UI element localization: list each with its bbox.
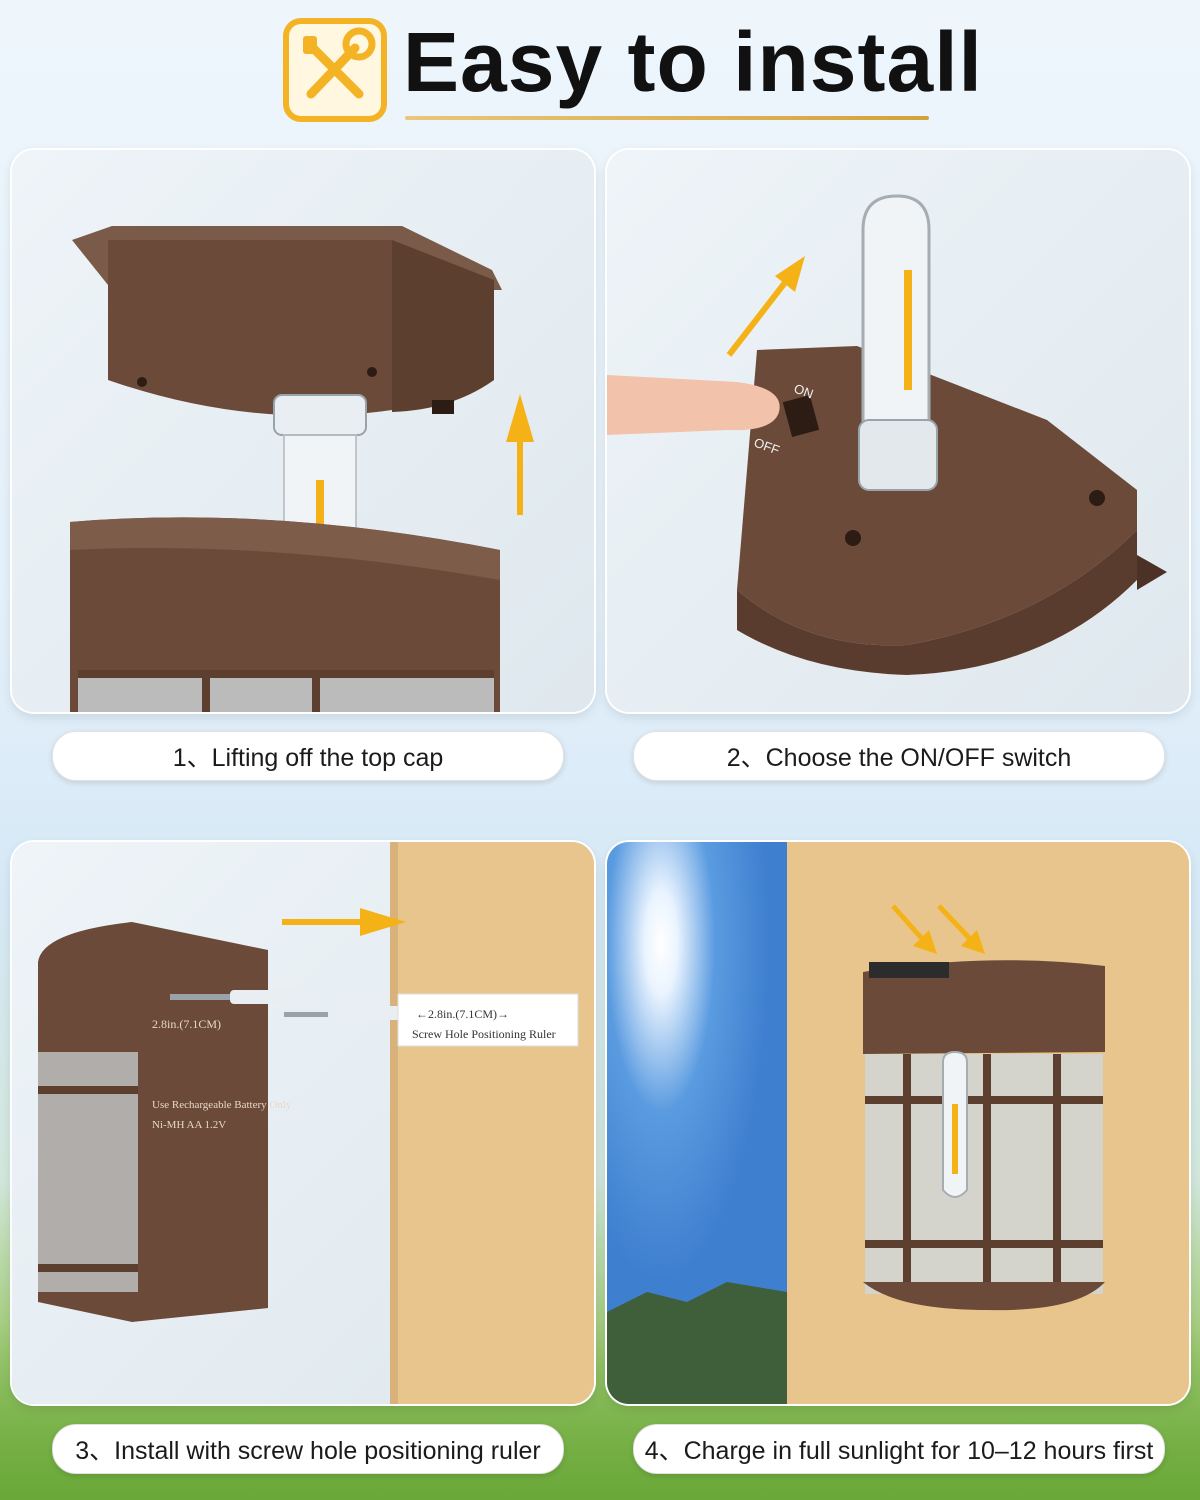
step-4-caption: 4、Charge in full sunlight for 10–12 hour… bbox=[633, 1424, 1165, 1474]
step-3-image: 2.8in.(7.1CM) Use Rechargeable Battery O… bbox=[12, 842, 594, 1404]
step-1-caption: 1、Lifting off the top cap bbox=[52, 731, 564, 781]
title-underline bbox=[405, 116, 929, 120]
switch-on-label: ON bbox=[792, 381, 815, 402]
page-header: Easy to install bbox=[283, 14, 982, 126]
wrench-screwdriver-icon bbox=[283, 18, 387, 122]
step-2-image: ON OFF bbox=[607, 150, 1189, 712]
step-1-image bbox=[12, 150, 594, 712]
ruler-title: Screw Hole Positioning Ruler bbox=[412, 1027, 556, 1041]
page-title: Easy to install bbox=[403, 15, 983, 109]
device-measure-label: 2.8in.(7.1CM) bbox=[152, 1017, 221, 1031]
step-2-caption: 2、Choose the ON/OFF switch bbox=[633, 731, 1165, 781]
battery-text-1: Use Rechargeable Battery Only bbox=[152, 1099, 292, 1111]
step-4-image bbox=[607, 842, 1189, 1404]
step-3-caption: 3、Install with screw hole positioning ru… bbox=[52, 1424, 564, 1474]
battery-text-2: Ni-MH AA 1.2V bbox=[152, 1119, 226, 1131]
ruler-measure-label: ←2.8in.(7.1CM)→ bbox=[416, 1007, 509, 1021]
